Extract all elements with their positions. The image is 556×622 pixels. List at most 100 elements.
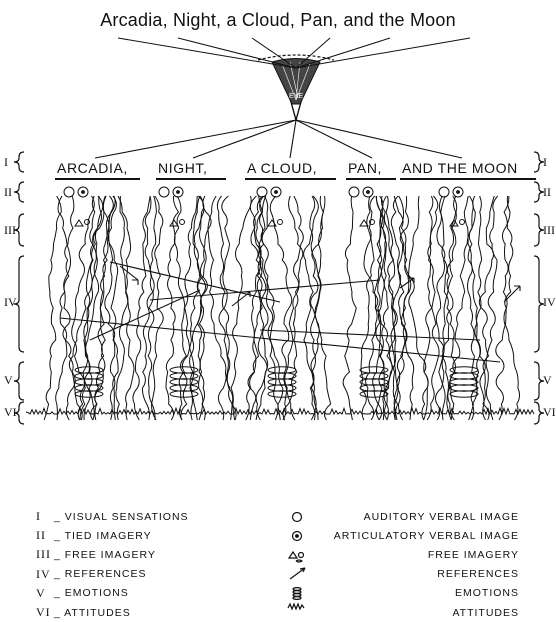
legend-level-label: _ REFERENCES [54, 568, 147, 580]
emotion-coil [170, 379, 198, 385]
legend-level-label: _ TIED IMAGERY [54, 530, 152, 542]
emotion-coil [75, 391, 103, 397]
free-imagery-mark [180, 220, 185, 225]
legend-level-row: III_ FREE IMAGERY [36, 545, 189, 564]
level-label-right-3: III [543, 224, 555, 236]
nerve-fiber [145, 196, 155, 420]
legend-numeral: IV [36, 567, 54, 582]
word-a-cloud: A CLOUD, [247, 160, 317, 176]
nerve-fiber [502, 196, 519, 420]
level-label-left-3: III [4, 224, 16, 236]
legend-symbol-label: AUDITORY VERBAL IMAGE [300, 507, 519, 526]
level-bracket [14, 362, 24, 400]
word-pan: PAN, [348, 160, 382, 176]
nerve-fiber [63, 196, 75, 420]
nerve-fiber [217, 196, 236, 420]
nerve-fiber [424, 196, 436, 420]
title-ray [296, 38, 390, 68]
nerve-fiber [435, 196, 456, 420]
legend-symbol-label: EMOTIONS [300, 584, 519, 603]
nerve-fiber [231, 196, 251, 420]
fan-line [95, 120, 296, 158]
legend-numeral: III [36, 547, 54, 562]
legend-numeral: V [36, 586, 54, 601]
level-label-left-4: IV [4, 296, 17, 308]
reference-arrow [504, 286, 520, 302]
attitudes-zigzag [26, 408, 534, 414]
legend-level-label: _ FREE IMAGERY [54, 549, 156, 561]
level-label-right-6: VI [543, 406, 556, 418]
emotion-coil [75, 373, 103, 379]
title-ray [118, 38, 296, 68]
reference-arrowhead [132, 280, 138, 285]
auditory-image [439, 187, 449, 197]
legend-level-row: II_ TIED IMAGERY [36, 526, 189, 545]
fan-line [296, 120, 372, 158]
word-and-the-moon: AND THE MOON [402, 160, 518, 176]
legend-numeral: II [36, 528, 54, 543]
legend-symbol-label: ATTITUDES [300, 603, 519, 622]
level-label-left-5: V [4, 374, 13, 386]
nerve-fiber [427, 196, 439, 420]
word-arcadia: ARCADIA, [57, 160, 128, 176]
articulatory-dot [457, 191, 460, 194]
level-label-left-1: I [4, 156, 8, 168]
process-column [343, 187, 428, 420]
title-ray [296, 38, 470, 68]
auditory-image [64, 187, 74, 197]
nerve-fiber [208, 196, 232, 420]
legend-numeral: VI [36, 605, 54, 620]
legend-symbol-label: REFERENCES [300, 565, 519, 584]
level-label-right-5: V [543, 374, 552, 386]
legend-symbols: AUDITORY VERBAL IMAGE ARTICULATORY VERBA… [300, 507, 519, 622]
emotion-coil [75, 379, 103, 385]
reference-arrow [232, 292, 250, 306]
fan-line [290, 120, 296, 158]
legend-symbol-label: ARTICULATORY VERBAL IMAGE [300, 526, 519, 545]
eye-funnel: EYE [258, 55, 334, 120]
legend-level-row: IV_ REFERENCES [36, 565, 189, 584]
word-night: NIGHT, [158, 160, 208, 176]
free-imagery-mark [460, 220, 465, 225]
emotion-coil [450, 379, 478, 385]
legend-level-row: VI_ ATTITUDES [36, 603, 189, 622]
nerve-fiber [364, 196, 378, 420]
level-label-right-4: IV [543, 296, 556, 308]
nerve-fiber [343, 196, 356, 420]
emotion-coil [268, 373, 296, 379]
title-ray [178, 38, 296, 68]
legend-symbol-label: FREE IMAGERY [300, 545, 519, 564]
emotion-coil [450, 391, 478, 397]
process-column [44, 187, 134, 420]
legend-level-row: V_ EMOTIONS [36, 584, 189, 603]
legend-numeral: I [36, 509, 54, 524]
reference-arrow [400, 278, 414, 288]
emotion-coil [450, 385, 478, 391]
level-label-right-1: I [543, 156, 547, 168]
process-column [231, 187, 331, 420]
emotion-coil [268, 385, 296, 391]
process-column [133, 187, 236, 420]
level-label-left-2: II [4, 186, 12, 198]
emotion-coil [268, 367, 296, 373]
legend-level-label: _ VISUAL SENSATIONS [54, 511, 189, 523]
fan-line [296, 120, 462, 158]
articulatory-dot [82, 191, 85, 194]
nerve-fiber [56, 196, 71, 420]
level-label-left-6: VI [4, 406, 17, 418]
level-label-right-2: II [543, 186, 551, 198]
nerve-fiber [270, 196, 295, 420]
eye-label: EYE [289, 93, 303, 100]
nerve-fiber [116, 196, 128, 420]
free-imagery-mark [278, 220, 283, 225]
reference-line [60, 318, 500, 362]
legend-levels: I_ VISUAL SENSATIONS II_ TIED IMAGERY II… [36, 507, 189, 622]
free-imagery-mark [75, 220, 83, 226]
fan-line [193, 120, 296, 158]
articulatory-dot [367, 191, 370, 194]
nerve-fiber [486, 196, 498, 420]
articulatory-dot [275, 191, 278, 194]
level-bracket [14, 152, 24, 172]
auditory-image [349, 187, 359, 197]
auditory-image [257, 187, 267, 197]
